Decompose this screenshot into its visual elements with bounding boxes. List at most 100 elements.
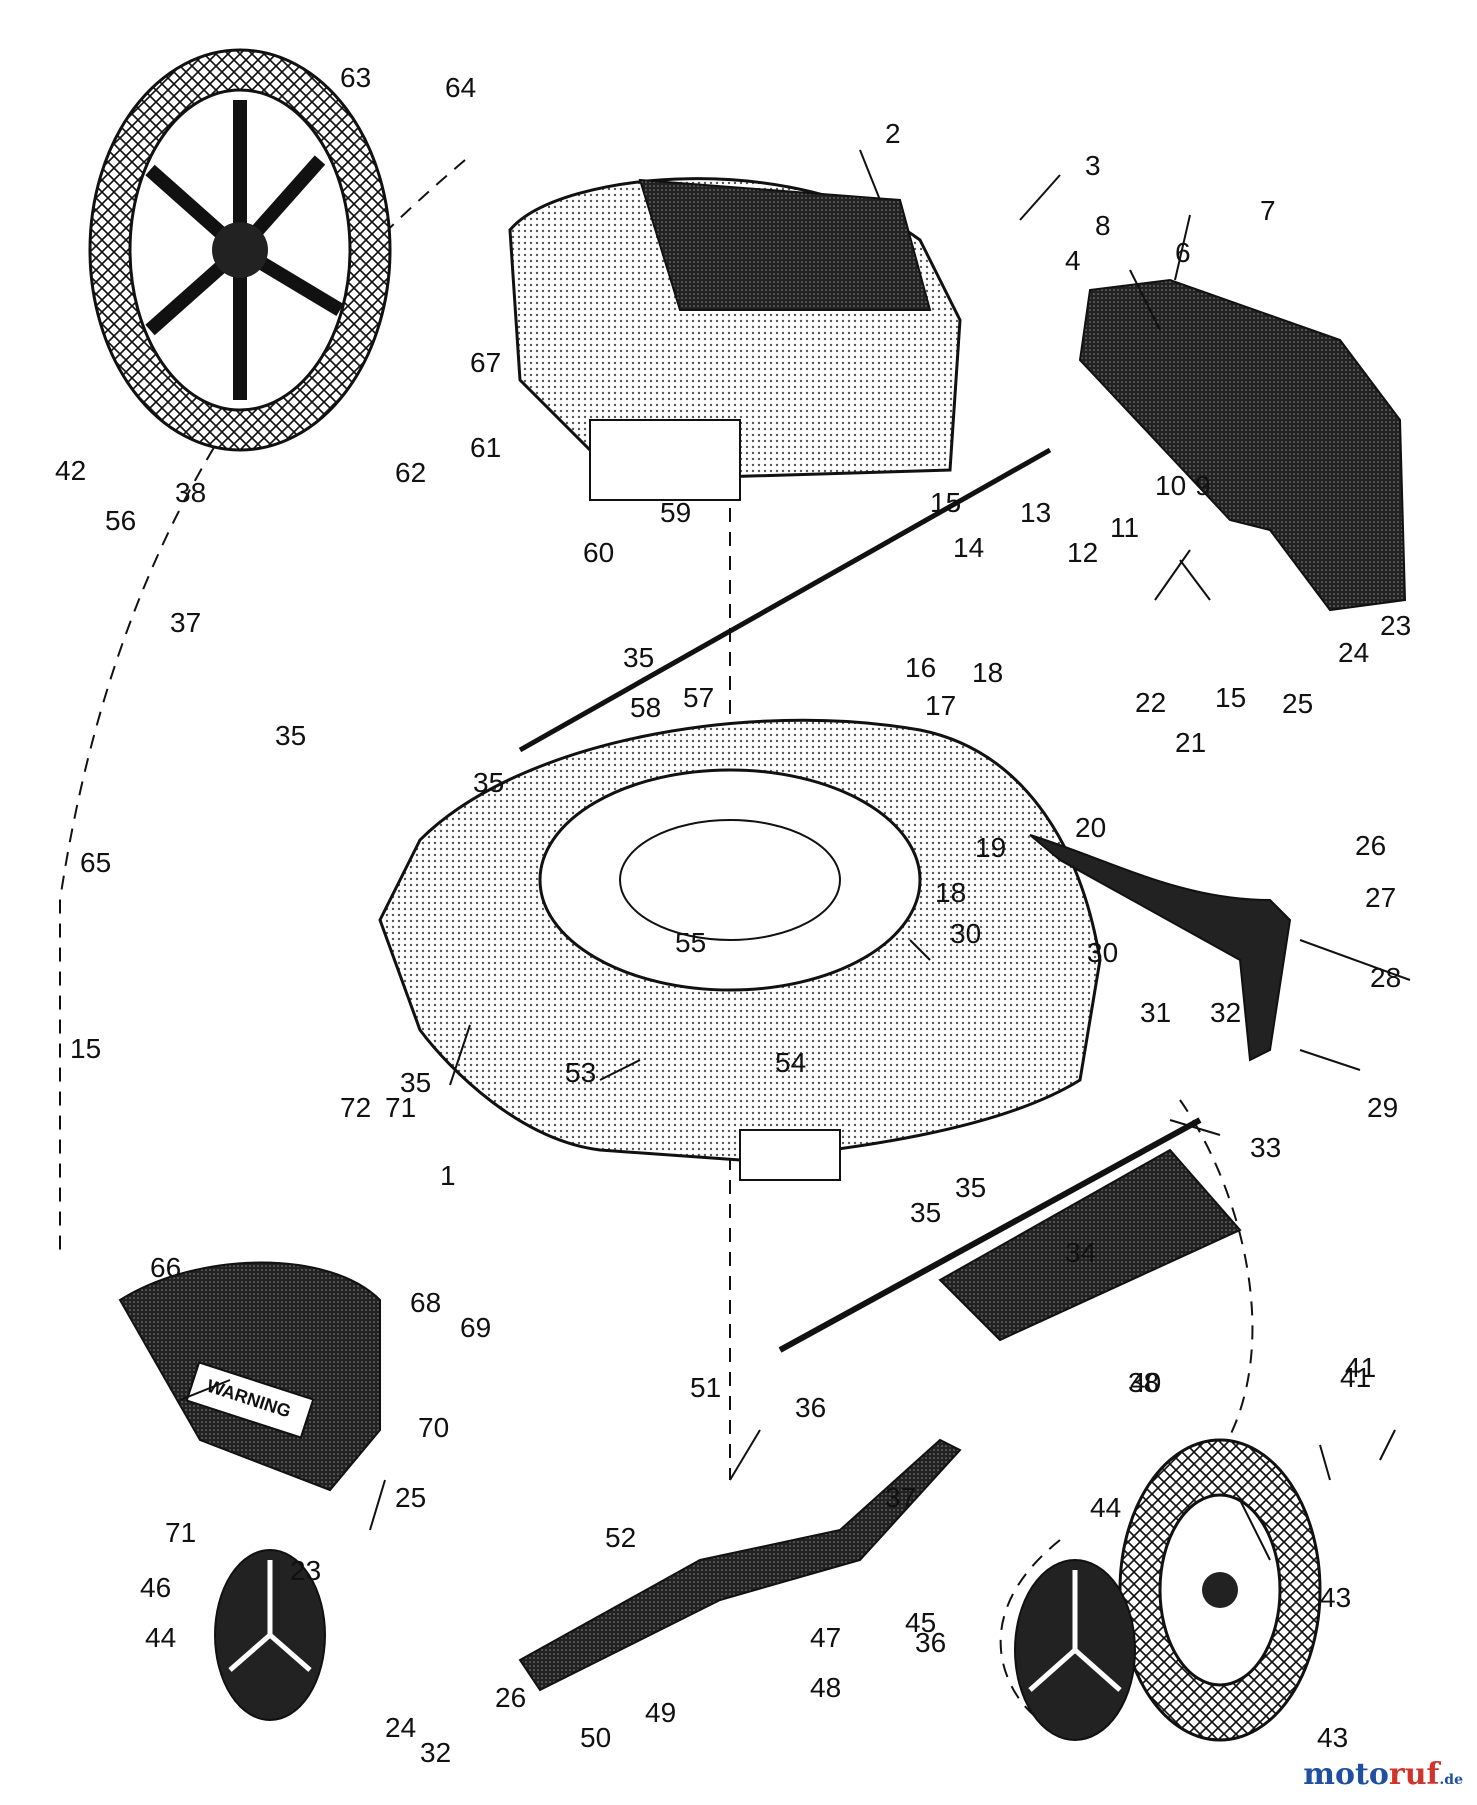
callout-label: 64 <box>445 72 476 103</box>
callout-label: 50 <box>580 1722 611 1753</box>
grass-bag: WARNING <box>118 1261 381 1492</box>
callout-label: 40 <box>1130 1367 1161 1398</box>
callout-label: 32 <box>420 1737 451 1768</box>
rear-flap <box>938 1148 1242 1342</box>
callout-label: 65 <box>80 847 111 878</box>
callout-label: 71 <box>165 1517 196 1548</box>
callout-label: 63 <box>340 62 371 93</box>
callout-label: 42 <box>55 455 86 486</box>
leader-lines <box>179 149 1411 1561</box>
callout-label: 34 <box>1065 1237 1096 1268</box>
callout-label: 55 <box>675 927 706 958</box>
callout-label: 45 <box>905 1607 936 1638</box>
callout-label: 9 <box>1195 470 1211 501</box>
callout-label: 38 <box>1128 1367 1159 1398</box>
hubcap-right <box>1014 1559 1136 1741</box>
blade <box>518 1438 962 1692</box>
callout-label: 30 <box>1087 937 1118 968</box>
callout-label: 66 <box>150 1252 181 1283</box>
callout-label: 3 <box>1085 150 1101 181</box>
callout-label: 44 <box>1090 1492 1121 1523</box>
callout-label: 13 <box>1020 497 1051 528</box>
callout-label: 67 <box>470 347 501 378</box>
callout-label: 8 <box>1095 210 1111 241</box>
callout-label: 37 <box>170 607 201 638</box>
callout-label: 25 <box>395 1482 426 1513</box>
callout-label: 58 <box>630 692 661 723</box>
site-logo: motoruf.de <box>1303 1757 1463 1792</box>
callout-label: 32 <box>1210 997 1241 1028</box>
callout-label: 14 <box>953 532 984 563</box>
callout-label: 53 <box>565 1057 596 1088</box>
drive-belt <box>1029 834 1292 1062</box>
callout-label: 47 <box>810 1622 841 1653</box>
callout-label: 24 <box>385 1712 416 1743</box>
callout-label: 41 <box>1345 1352 1376 1383</box>
callout-label: 18 <box>972 657 1003 688</box>
callout-label: 24 <box>1338 637 1369 668</box>
hubcap-left <box>214 1549 326 1721</box>
callout-label: 25 <box>1282 688 1313 719</box>
callout-label: 62 <box>395 457 426 488</box>
callout-label: 4 <box>1065 245 1081 276</box>
callout-label: 57 <box>683 682 714 713</box>
callout-label: 35 <box>623 642 654 673</box>
callout-label: 49 <box>645 1697 676 1728</box>
front-wheel-right <box>1118 1438 1322 1742</box>
callout-label: 70 <box>418 1412 449 1443</box>
callout-label: 35 <box>400 1067 431 1098</box>
callout-label: 48 <box>810 1672 841 1703</box>
callout-label: 15 <box>930 487 961 518</box>
callout-label: 19 <box>975 832 1006 863</box>
rear-axle <box>778 1117 1202 1353</box>
callout-label: 16 <box>905 652 936 683</box>
callout-label: 7 <box>1260 195 1276 226</box>
callout-label: 29 <box>1367 1092 1398 1123</box>
callout-label: 33 <box>1250 1132 1281 1163</box>
callout-label: 15 <box>1215 682 1246 713</box>
callout-label: 26 <box>495 1682 526 1713</box>
callout-label: 2 <box>885 118 901 149</box>
callout-label: 31 <box>1140 997 1171 1028</box>
logo-word-2: ruf <box>1388 1757 1440 1792</box>
front-axle <box>518 447 1052 753</box>
callout-label: 60 <box>583 537 614 568</box>
callout-label: 35 <box>955 1172 986 1203</box>
callout-label: 56 <box>105 505 136 536</box>
callout-label: 28 <box>1370 962 1401 993</box>
callout-label: 17 <box>925 690 956 721</box>
logo-word-1: moto <box>1303 1757 1389 1792</box>
logo-suffix: .de <box>1439 1772 1463 1788</box>
callout-label: 38 <box>175 477 206 508</box>
callout-label: 59 <box>660 497 691 528</box>
callout-label: 52 <box>605 1522 636 1553</box>
callout-label: 36 <box>795 1392 826 1423</box>
callout-label: 43 <box>1320 1582 1351 1613</box>
callout-label: 23 <box>1380 610 1411 641</box>
callout-label: 43 <box>1317 1722 1348 1753</box>
callout-label: 23 <box>290 1555 321 1586</box>
callout-label: 18 <box>935 877 966 908</box>
discharge-cover <box>1078 278 1407 612</box>
callout-label: 72 <box>340 1092 371 1123</box>
callout-label: 71 <box>385 1092 416 1123</box>
callout-label: 44 <box>145 1622 176 1653</box>
callout-label: 54 <box>775 1047 806 1078</box>
callout-label: 27 <box>1365 882 1396 913</box>
callout-label: 35 <box>910 1197 941 1228</box>
callout-label: 21 <box>1175 727 1206 758</box>
callout-label: 36 <box>915 1627 946 1658</box>
callout-label: 1 <box>440 1160 456 1191</box>
callout-label: 30 <box>950 918 981 949</box>
rear-wheel-left <box>88 48 392 452</box>
callout-label: 69 <box>460 1312 491 1343</box>
engine <box>508 177 962 501</box>
callout-label: 22 <box>1135 687 1166 718</box>
callout-labels: 1 2 3 4 6 7 8 9 10 11 12 13 14 15 15 15 … <box>55 62 1411 1768</box>
callout-label: 12 <box>1067 537 1098 568</box>
mower-deck <box>378 718 1102 1181</box>
callout-label: 6 <box>1175 237 1191 268</box>
callout-label: 51 <box>690 1372 721 1403</box>
